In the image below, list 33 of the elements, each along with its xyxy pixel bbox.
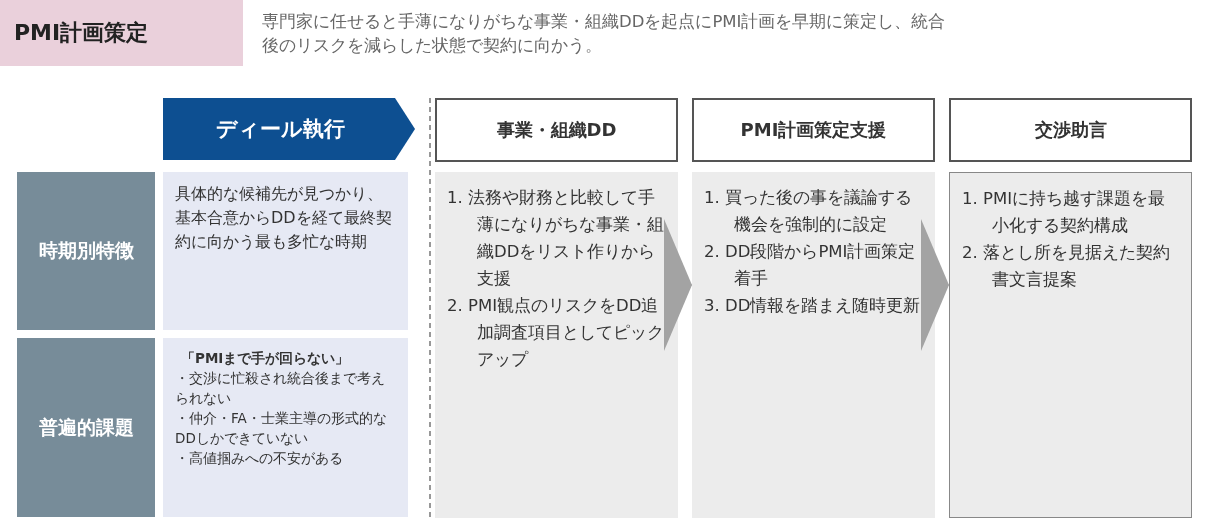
row-panel	[163, 338, 408, 517]
row-panel	[163, 172, 408, 330]
chevron-arrow	[664, 219, 693, 351]
description-text: ・仲介・FA・士業主導の形式的なDDしかできていない	[175, 409, 388, 448]
row-title: 時期別特徴	[38, 238, 134, 263]
list-item: 1. 買った後の事を議論する機会を強制的に設定	[704, 187, 913, 236]
column-title: PMI計画策定支援	[740, 118, 887, 142]
chevron-arrow	[921, 219, 950, 351]
row-header	[17, 172, 155, 330]
chevron-banner	[163, 98, 415, 160]
column-title: 事業・組織DD	[496, 118, 617, 142]
title: PMI計画策定	[14, 19, 149, 47]
list-item: 2. PMI観点のリスクをDD追加調査項目としてピックアップ	[447, 295, 665, 371]
column-panel	[949, 172, 1192, 518]
column-panel	[692, 172, 935, 518]
heading-text: 「PMIまで手が回らない」	[180, 349, 351, 368]
subtitle-text: 専門家に任せると手薄になりがちな事業・組織DDを起点にPMI計画を早期に策定し、統合後のリスクを減らした状態で契約に向かう。	[262, 11, 947, 57]
list-item: 1. 法務や財務と比較して手薄になりがちな事業・組織DDをリスト作りから支援	[447, 187, 665, 290]
list-item: 2. DD段階からPMI計画策定着手	[704, 241, 917, 290]
list-item: 1. PMIに持ち越す課題を最小化する契約構成	[962, 188, 1167, 237]
column-panel	[435, 172, 678, 518]
row-title: 普遍的課題	[38, 414, 134, 440]
row-header	[17, 338, 155, 517]
description-text: 具体的な候補先が見つかり、基本合意からDDを経て最終契約に向かう最も多忙な時期	[175, 183, 393, 253]
banner-title: ディール執行	[214, 116, 346, 143]
column-header	[435, 98, 678, 162]
description-text: ・交渉に忙殺され統合後まで考えられない	[175, 369, 386, 408]
column-header	[692, 98, 935, 162]
column-header	[949, 98, 1192, 162]
column-title: 交渉助言	[1034, 118, 1107, 142]
description-text: ・高値掴みへの不安がある	[175, 449, 344, 468]
list-item: 3. DD情報を踏まえ随時更新	[704, 295, 922, 317]
list-item: 2. 落とし所を見据えた契約書文言提案	[962, 242, 1171, 291]
